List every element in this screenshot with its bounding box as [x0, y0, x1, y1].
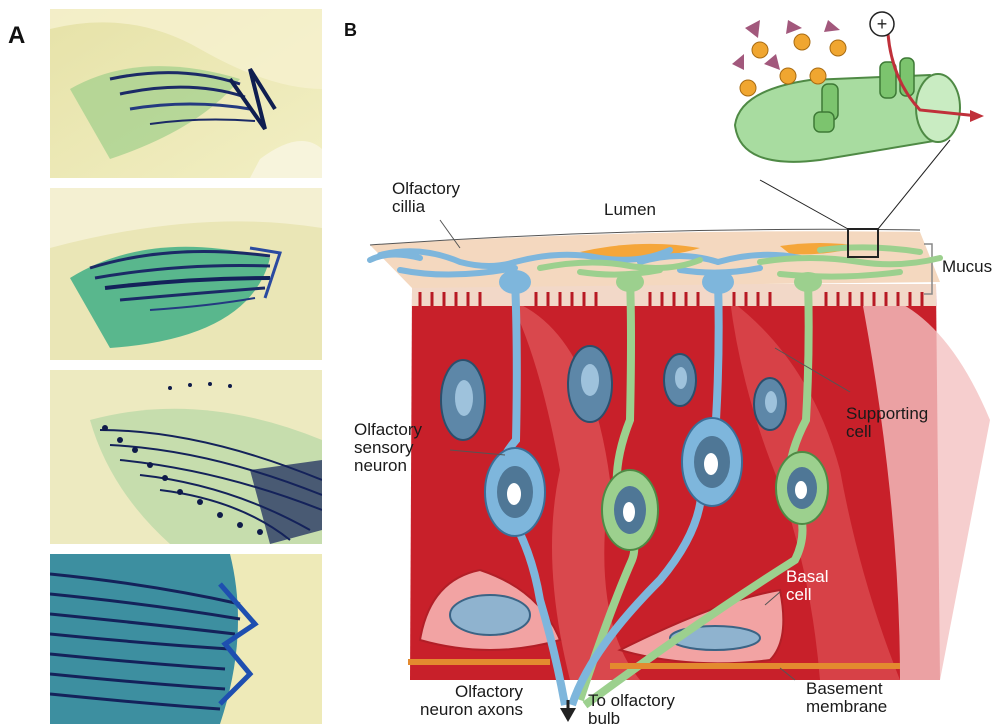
stained-tissue-photo-a — [50, 9, 322, 178]
panel-a-letter: A — [8, 22, 25, 50]
basal-cell-label: Basal cell — [786, 568, 829, 604]
olfactory-sensory-neuron-label: Olfactory sensory neuron — [354, 421, 422, 475]
to-olfactory-bulb-label: To olfactory bulb — [588, 692, 675, 728]
stained-tissue-photo-c — [50, 370, 322, 544]
supporting-cell-label: Supporting cell — [846, 405, 928, 441]
cilium-receptor-inset — [735, 34, 984, 162]
stained-tissue-photo-b — [50, 188, 322, 360]
basement-membrane-label: Basement membrane — [806, 680, 887, 716]
stained-tissue-photo-d — [50, 554, 322, 724]
svg-text:+: + — [877, 14, 888, 34]
olfactory-epithelium-diagram: + — [340, 0, 1008, 727]
olfactory-neuron-axons-label: Olfactory neuron axons — [420, 683, 523, 719]
mucus-label: Mucus — [942, 258, 992, 276]
olfactory-cillia-label: Olfactory cillia — [392, 180, 460, 216]
lumen-label: Lumen — [604, 201, 656, 219]
